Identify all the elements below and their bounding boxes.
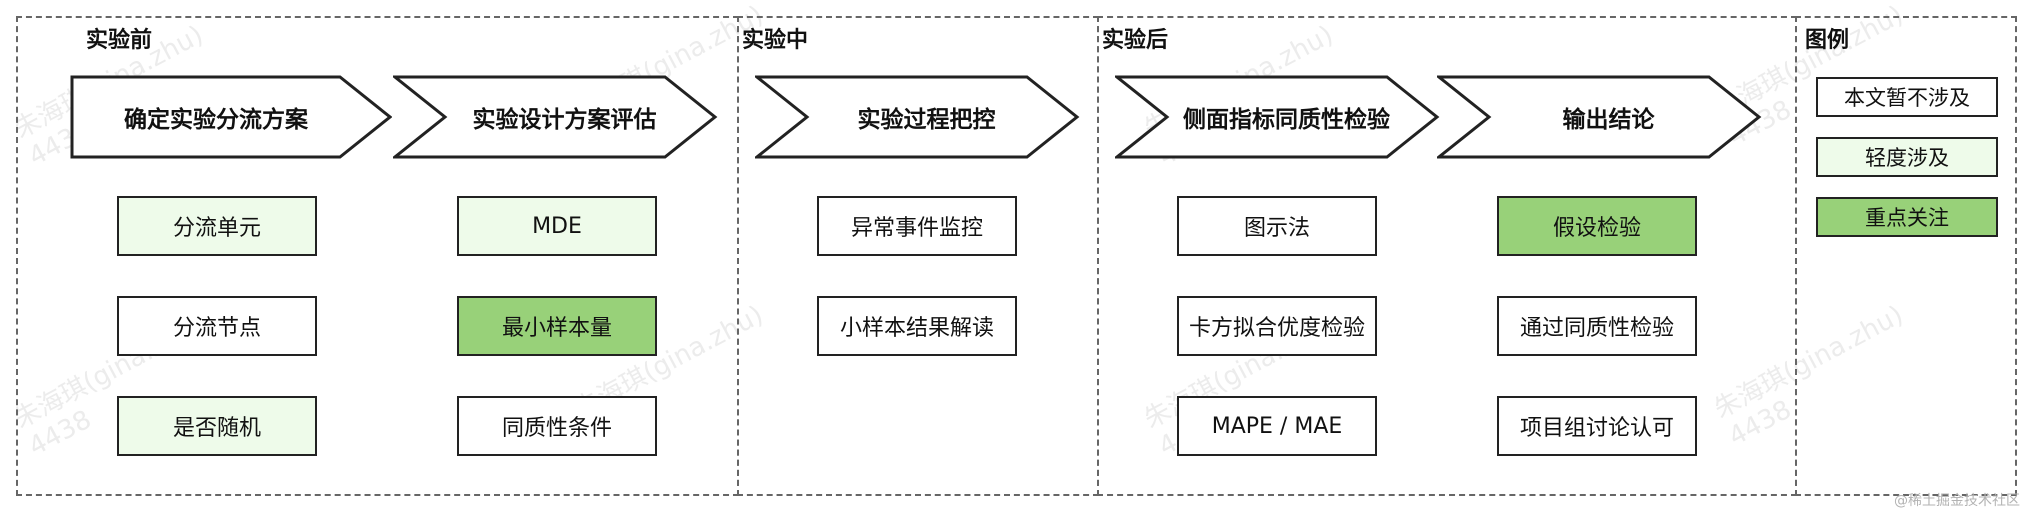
step-label-3: 实验过程把控 <box>857 107 996 133</box>
step-label-1: 确定实验分流方案 <box>124 107 308 133</box>
topic-box-split-node: 分流节点 <box>117 296 317 356</box>
section-during-title: 实验中 <box>742 28 809 53</box>
source-credit: @稀土掘金技术社区 <box>1894 493 2020 509</box>
arrow-shape-1 <box>70 75 392 159</box>
topic-box-min-sample-size: 最小样本量 <box>457 296 657 356</box>
step-arrow-5: 输出结论 <box>1437 75 1762 159</box>
legend-item-lightly-covered: 轻度涉及 <box>1816 137 1998 177</box>
topic-box-mde: MDE <box>457 196 657 256</box>
section-legend-frame <box>1795 16 2017 496</box>
topic-box-mape-mae: MAPE / MAE <box>1177 396 1377 456</box>
section-legend-title: 图例 <box>1805 28 1850 53</box>
topic-box-small-sample-reading: 小样本结果解读 <box>817 296 1017 356</box>
topic-box-chi-square-test: 卡方拟合优度检验 <box>1177 296 1377 356</box>
legend-item-not-covered: 本文暂不涉及 <box>1816 77 1998 117</box>
topic-box-anomaly-monitor: 异常事件监控 <box>817 196 1017 256</box>
topic-box-split-unit: 分流单元 <box>117 196 317 256</box>
step-label-2: 实验设计方案评估 <box>472 107 657 133</box>
step-arrow-2: 实验设计方案评估 <box>393 75 718 159</box>
step-label-4: 侧面指标同质性检验 <box>1183 107 1390 133</box>
topic-box-graphical-method: 图示法 <box>1177 196 1377 256</box>
topic-box-randomness: 是否随机 <box>117 396 317 456</box>
arrow-shape-3 <box>755 75 1080 159</box>
step-arrow-4: 侧面指标同质性检验 <box>1115 75 1440 159</box>
arrow-shape-5 <box>1437 75 1762 159</box>
section-after-title: 实验后 <box>1102 28 1169 53</box>
topic-box-homogeneity-condition: 同质性条件 <box>457 396 657 456</box>
arrow-shape-4 <box>1115 75 1440 159</box>
step-arrow-3: 实验过程把控 <box>755 75 1080 159</box>
arrow-shape-2 <box>393 75 718 159</box>
legend-item-key-focus: 重点关注 <box>1816 197 1998 237</box>
topic-box-pass-homogeneity: 通过同质性检验 <box>1497 296 1697 356</box>
topic-box-team-approval: 项目组讨论认可 <box>1497 396 1697 456</box>
topic-box-hypothesis-test: 假设检验 <box>1497 196 1697 256</box>
section-before-title: 实验前 <box>86 28 153 53</box>
step-label-5: 输出结论 <box>1562 107 1655 133</box>
step-arrow-1: 确定实验分流方案 <box>70 75 392 159</box>
